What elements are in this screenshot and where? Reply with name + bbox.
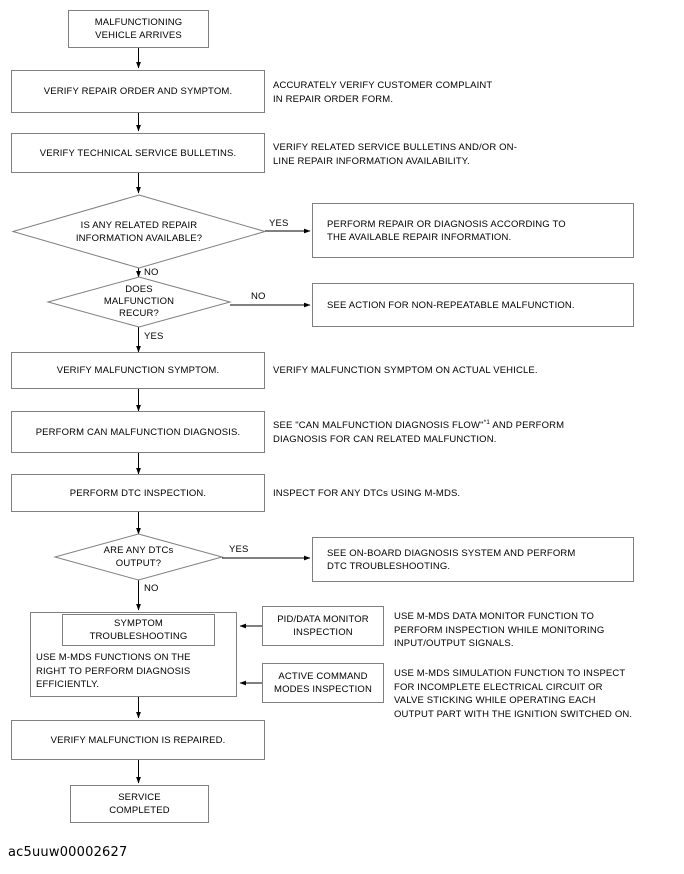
- node-see-action-non-repeatable[interactable]: SEE ACTION FOR NON-REPEATABLE MALFUNCTIO…: [312, 283, 634, 327]
- node-symptom-troubleshooting-title: SYMPTOM TROUBLESHOOTING: [62, 614, 215, 646]
- annotation-verify-symptom: VERIFY MALFUNCTION SYMPTOM ON ACTUAL VEH…: [273, 365, 538, 376]
- annotation-perform-dtc: INSPECT FOR ANY DTCs USING M-MDS.: [273, 488, 461, 499]
- decision-label: IS ANY RELATED REPAIR INFORMATION AVAILA…: [75, 219, 203, 244]
- footnote-marker: *1: [483, 418, 491, 426]
- annotation-pid-data-monitor: USE M-MDS DATA MONITOR FUNCTION TO PERFO…: [394, 611, 605, 649]
- decision-does-malfunction-recur[interactable]: DOES MALFUNCTION RECUR?: [46, 276, 232, 328]
- node-perform-can-malfunction-diagnosis[interactable]: PERFORM CAN MALFUNCTION DIAGNOSIS.: [11, 411, 265, 453]
- annotation-perform-can: SEE "CAN MALFUNCTION DIAGNOSIS FLOW"*1 A…: [273, 419, 677, 446]
- annotation-verify-tsb: VERIFY RELATED SERVICE BULLETINS AND/OR …: [273, 142, 518, 167]
- node-verify-malfunction-symptom[interactable]: VERIFY MALFUNCTION SYMPTOM.: [11, 352, 265, 389]
- decision-are-any-dtcs-output[interactable]: ARE ANY DTCs OUTPUT?: [53, 533, 224, 581]
- edge-label-dtc-yes: YES: [229, 544, 249, 555]
- decision-label: ARE ANY DTCs OUTPUT?: [103, 545, 174, 569]
- edge-label-related-info-yes: YES: [269, 218, 289, 229]
- node-malfunctioning-vehicle-arrives[interactable]: MALFUNCTIONING VEHICLE ARRIVES: [68, 10, 209, 48]
- node-service-completed[interactable]: SERVICE COMPLETED: [70, 785, 209, 823]
- annotation-active-command-modes: USE M-MDS SIMULATION FUNCTION TO INSPECT…: [394, 668, 633, 720]
- annotation-perform-can-suffix: AND PERFORM DIAGNOSIS FOR CAN RELATED MA…: [273, 420, 565, 445]
- node-see-on-board-diagnosis[interactable]: SEE ON-BOARD DIAGNOSIS SYSTEM AND PERFOR…: [312, 537, 634, 582]
- edge-label-dtc-no: NO: [144, 583, 159, 594]
- node-perform-repair-or-diagnosis[interactable]: PERFORM REPAIR OR DIAGNOSIS ACCORDING TO…: [312, 203, 634, 258]
- annotation-perform-can-prefix: SEE "CAN MALFUNCTION DIAGNOSIS FLOW": [273, 420, 484, 431]
- node-verify-repair-order[interactable]: VERIFY REPAIR ORDER AND SYMPTOM.: [11, 70, 265, 113]
- edge-label-related-info-no: NO: [144, 267, 159, 278]
- node-symptom-troubleshooting-body: USE M-MDS FUNCTIONS ON THE RIGHT TO PERF…: [36, 652, 191, 690]
- annotation-verify-repair-order: ACCURATELY VERIFY CUSTOMER COMPLAINT IN …: [273, 80, 493, 105]
- figure-caption: ac5uuw00002627: [8, 845, 128, 860]
- decision-label: DOES MALFUNCTION RECUR?: [103, 284, 175, 319]
- edge-label-recur-no: NO: [251, 291, 266, 302]
- node-verify-malfunction-is-repaired[interactable]: VERIFY MALFUNCTION IS REPAIRED.: [11, 720, 265, 760]
- node-active-command-modes-inspection[interactable]: ACTIVE COMMAND MODES INSPECTION: [262, 663, 384, 703]
- node-verify-technical-service-bulletins[interactable]: VERIFY TECHNICAL SERVICE BULLETINS.: [11, 133, 265, 173]
- edge-label-recur-yes: YES: [144, 331, 164, 342]
- node-perform-dtc-inspection[interactable]: PERFORM DTC INSPECTION.: [11, 474, 265, 512]
- decision-is-any-related-repair-information-available[interactable]: IS ANY RELATED REPAIR INFORMATION AVAILA…: [11, 194, 267, 269]
- node-pid-data-monitor-inspection[interactable]: PID/DATA MONITOR INSPECTION: [262, 606, 384, 646]
